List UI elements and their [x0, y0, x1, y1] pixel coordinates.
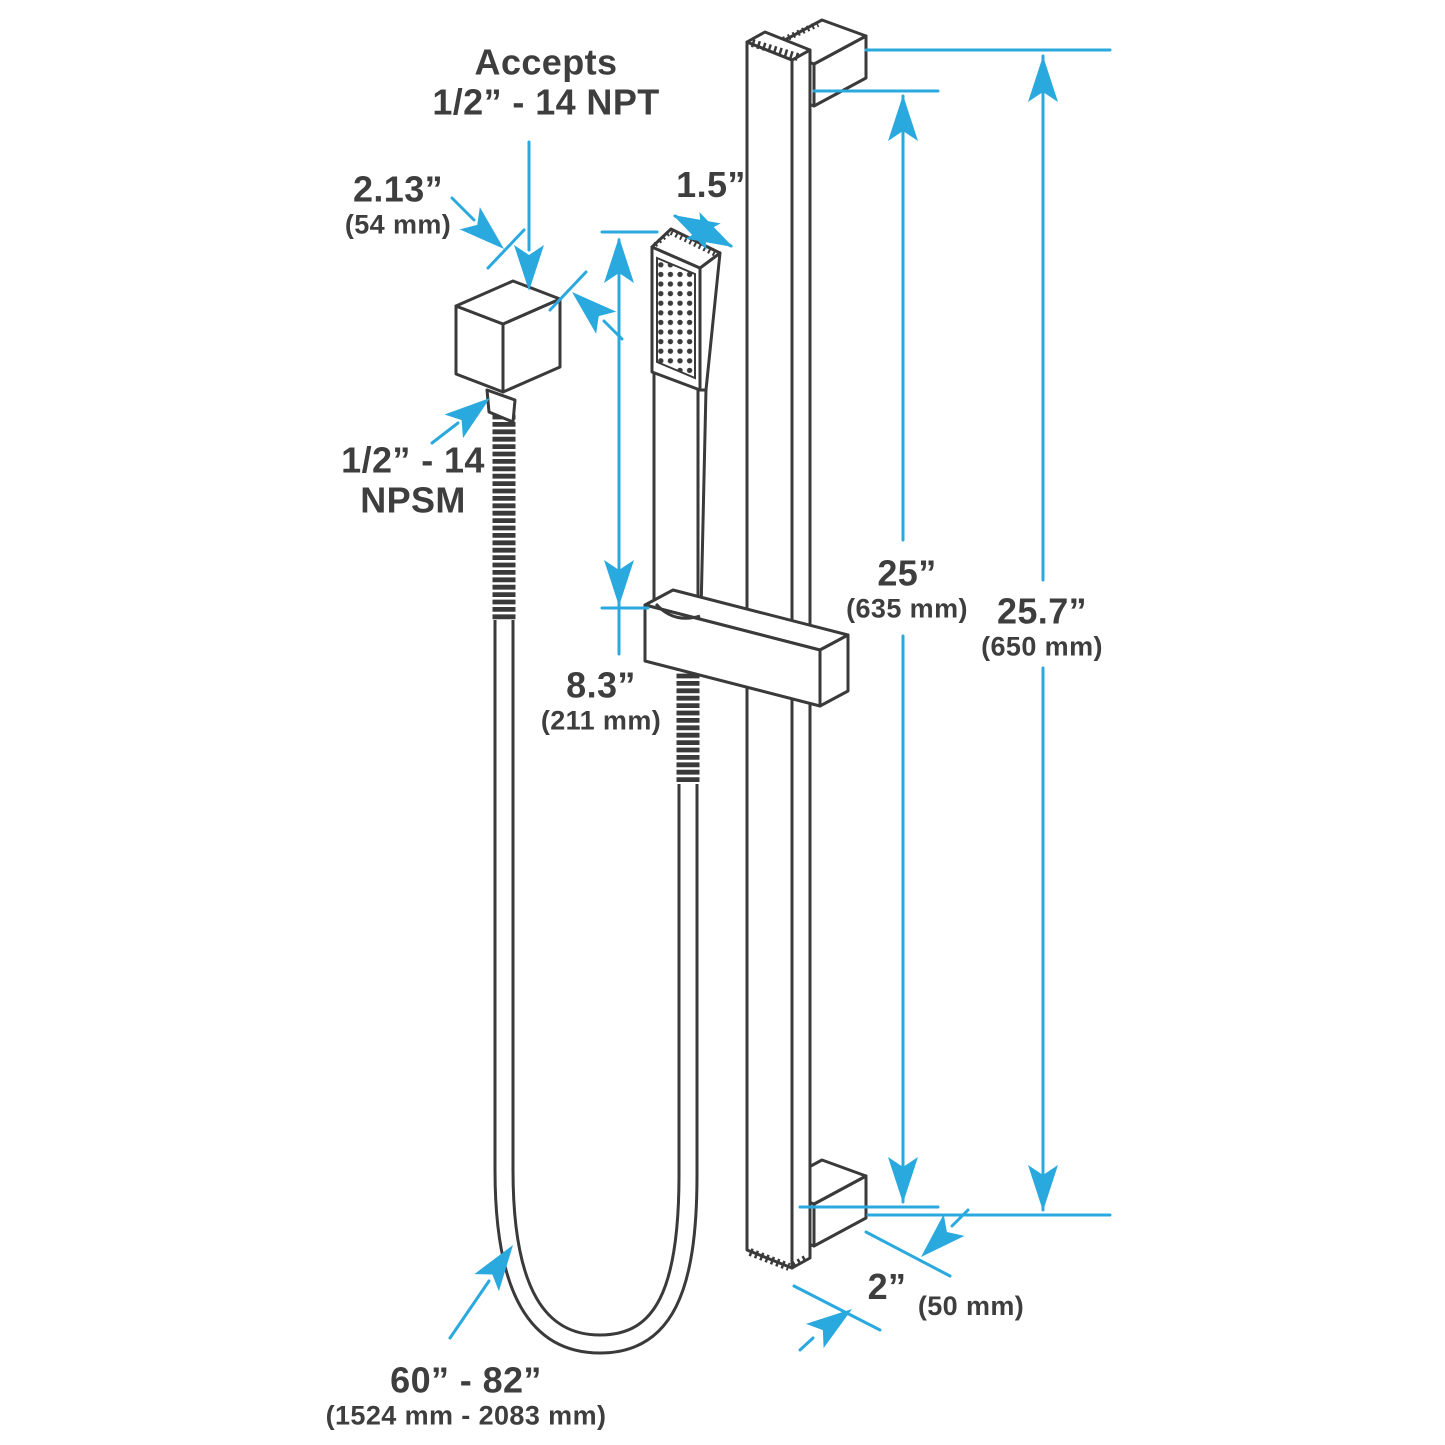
- dim-overall-height-mm: (650 mm): [981, 632, 1103, 663]
- handheld-shower-wand: [650, 227, 722, 622]
- label-npsm-line2: NPSM: [360, 480, 466, 521]
- label-npsm: 1/2” - 14 NPSM: [341, 439, 485, 522]
- dim-elbow-width-mm: (54 mm): [344, 210, 452, 241]
- dim-hose-length-mm: (1524 mm - 2083 mm): [325, 1401, 607, 1432]
- dim-overall-height: 25.7” (650 mm): [981, 590, 1103, 663]
- elbow-nut: [485, 388, 517, 424]
- shower-hose: [492, 412, 700, 1355]
- dim-wand-length-mm: (211 mm): [540, 706, 662, 737]
- label-npsm-line1: 1/2” - 14: [341, 439, 485, 481]
- dim-overall-height-in: 25.7”: [996, 590, 1088, 632]
- dim-wall-offset: 2”: [867, 1265, 907, 1307]
- dim-bar-span-in: 25”: [877, 552, 937, 594]
- label-accepts-line1: Accepts: [474, 41, 618, 83]
- dim-elbow-width: 2.13” (54 mm): [344, 168, 452, 241]
- dim-elbow-width-in: 2.13”: [352, 168, 444, 210]
- label-accepts-line2: 1/2” - 14 NPT: [432, 82, 660, 123]
- dim-wall-offset-mm: (50 mm): [917, 1290, 1025, 1321]
- dim-hose-length-in: 60” - 82”: [390, 1359, 542, 1401]
- dim-wand-length: 8.3” (211 mm): [540, 664, 662, 737]
- dim-bar-span-mm: (635 mm): [846, 594, 968, 625]
- dimension-annotations: [430, 48, 1112, 1352]
- label-accepts: Accepts 1/2” - 14 NPT: [432, 41, 660, 124]
- dim-wall-offset-in: 2”: [867, 1265, 907, 1307]
- dim-bar-span: 25” (635 mm): [846, 552, 968, 625]
- wall-supply-elbow: [454, 279, 562, 424]
- dim-hose-length: 60” - 82” (1524 mm - 2083 mm): [325, 1359, 607, 1432]
- dim-wand-width-in: 1.5”: [676, 163, 746, 205]
- slider-bracket: [643, 588, 850, 708]
- wand-handle: [652, 366, 700, 622]
- dim-wand-length-in: 8.3”: [566, 664, 636, 706]
- dim-wand-width: 1.5”: [676, 163, 746, 205]
- wand-slot-arc: [654, 602, 701, 620]
